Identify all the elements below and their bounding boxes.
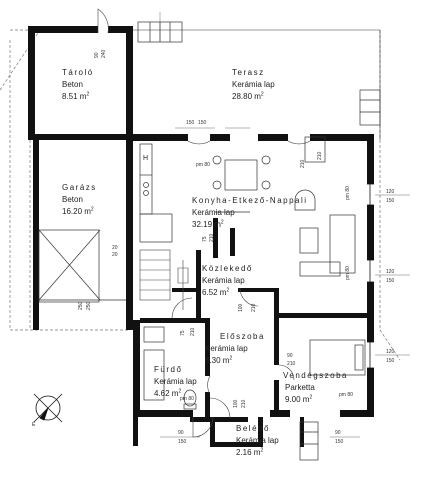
room-name: Garázs: [62, 183, 97, 192]
dim-label: 75: [202, 236, 208, 242]
room-area: 6.30 m2: [205, 356, 232, 366]
compass-icon: [33, 393, 63, 423]
dim-label: pm 80: [180, 396, 194, 402]
dim-label: 210: [287, 361, 296, 367]
dim-label: 20: [112, 245, 118, 251]
dim-label: 100: [233, 399, 239, 408]
dim-label: 100: [238, 303, 244, 312]
dim-label: 210: [251, 303, 257, 312]
room-name: Tároló: [62, 68, 94, 77]
area-unit: 2: [90, 206, 94, 213]
dim-label: 120: [386, 269, 395, 275]
area-unit: 2: [229, 355, 233, 362]
garage-door: [38, 229, 126, 303]
area-unit: 2: [260, 91, 264, 98]
room-area: 32.19 m2: [192, 220, 224, 230]
dim-label: 90: [94, 52, 100, 58]
area-value: 6.52 m: [202, 288, 227, 297]
area-value: 2.16 m: [236, 448, 261, 457]
room-area: 8.51 m2: [62, 92, 89, 102]
dim-label: 150: [386, 278, 395, 284]
guest-bed: [309, 339, 366, 376]
dim-label: 150: [198, 120, 207, 126]
room-name: Terasz: [232, 68, 265, 77]
room-floor: Kerámia lap: [154, 377, 197, 386]
room-floor: Beton: [62, 195, 83, 204]
area-unit: 2: [86, 91, 90, 98]
room-name: Közlekedő: [202, 264, 253, 273]
area-unit: 2: [178, 388, 182, 395]
room-area: 6.52 m2: [202, 288, 229, 298]
dim-label: pm 80: [339, 392, 353, 398]
bathroom-fixtures: [143, 326, 197, 410]
dim-label: 210: [300, 159, 306, 168]
room-name: Előszoba: [220, 332, 265, 341]
dim-label: 150: [386, 358, 395, 364]
dim-label: 90: [335, 430, 341, 436]
dim-label: pm 80: [196, 162, 210, 168]
dim-label: 250: [78, 301, 84, 310]
kitchen-furniture: [139, 143, 356, 277]
dim-label: 210: [209, 233, 215, 242]
room-name: Belépő: [236, 424, 270, 433]
dimension-lines: [159, 12, 410, 438]
dim-label: 210: [190, 327, 196, 336]
stair-marker-label: H: [143, 155, 148, 162]
room-area: 16.20 m2: [62, 207, 94, 217]
dim-label: pm 80: [345, 186, 351, 200]
area-value: 6.30 m: [205, 356, 230, 365]
dim-label: 150: [386, 198, 395, 204]
dim-label: 20: [112, 252, 118, 258]
entrance-steps: [137, 21, 381, 461]
area-unit: 2: [226, 287, 230, 294]
dim-label: 90: [287, 353, 293, 359]
room-area: 28.80 m2: [232, 92, 264, 102]
room-area: 9.00 m2: [285, 395, 312, 405]
room-area: 2.16 m2: [236, 448, 263, 458]
dim-label: 210: [317, 151, 323, 160]
area-value: 9.00 m: [285, 395, 310, 404]
windows: [160, 134, 374, 369]
dim-label: pm 80: [345, 266, 351, 280]
room-floor: Kerámia lap: [236, 436, 279, 445]
dim-label: 240: [101, 49, 107, 58]
dim-label: 75: [180, 330, 186, 336]
room-floor: Kerámia lap: [205, 344, 248, 353]
room-floor: Kerámia lap: [202, 276, 245, 285]
dim-label: 120: [386, 189, 395, 195]
dim-label: 90: [178, 430, 184, 436]
room-name: Konyha-Etkező-Nappali: [192, 196, 308, 205]
area-value: 32.19 m: [192, 220, 221, 229]
walls: [28, 26, 374, 447]
stairs: [139, 249, 189, 310]
room-floor: Kerámia lap: [232, 80, 275, 89]
room-name: Vendégszoba: [283, 371, 348, 380]
dim-label: 250: [86, 301, 92, 310]
room-name: Fürdő: [154, 365, 183, 374]
dim-label: 150: [335, 439, 344, 445]
dim-label: 210: [241, 399, 247, 408]
compass-label: É: [32, 421, 36, 428]
area-value: 8.51 m: [62, 92, 87, 101]
area-unit: 2: [309, 394, 313, 401]
area-unit: 2: [260, 447, 264, 454]
area-value: 4.62 m: [154, 389, 179, 398]
dim-label: 150: [178, 439, 187, 445]
room-floor: Parketta: [285, 383, 315, 392]
area-value: 16.20 m: [62, 207, 91, 216]
room-floor: Beton: [62, 80, 83, 89]
dim-label: 150: [186, 120, 195, 126]
room-floor: Kerámia lap: [192, 208, 235, 217]
area-value: 28.80 m: [232, 92, 261, 101]
dim-label: 120: [386, 349, 395, 355]
room-area: 4.62 m2: [154, 389, 181, 399]
area-unit: 2: [220, 219, 224, 226]
